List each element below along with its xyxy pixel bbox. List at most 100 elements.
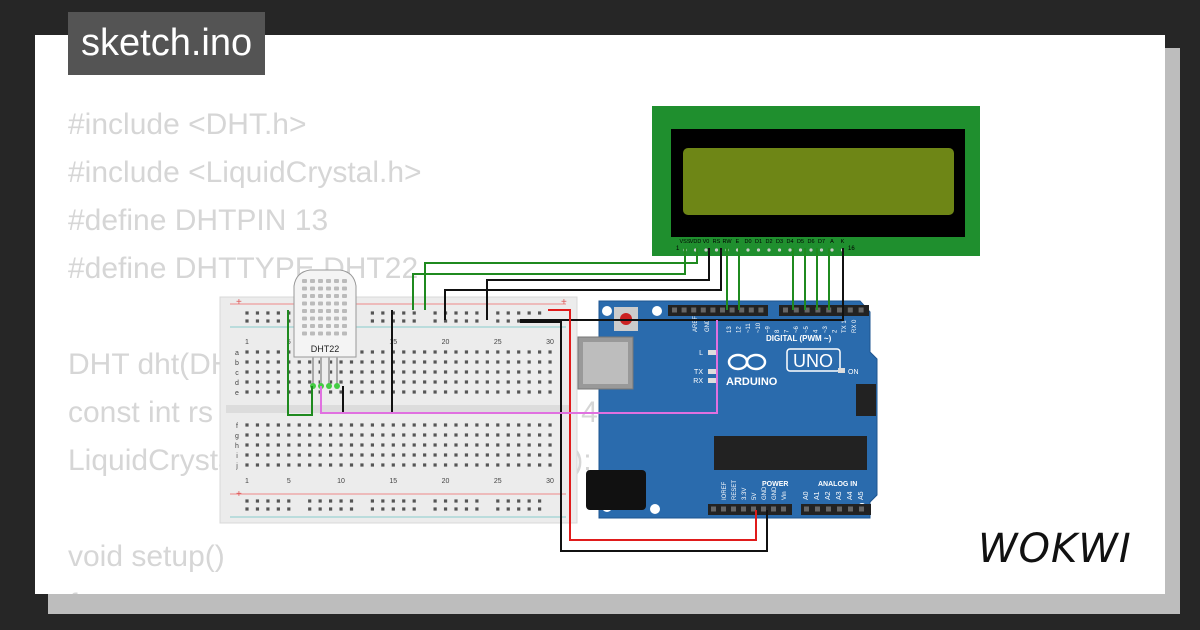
bb-hole[interactable]: [548, 423, 552, 427]
bb-hole[interactable]: [423, 360, 427, 364]
bb-hole[interactable]: [475, 423, 479, 427]
bb-hole[interactable]: [318, 453, 322, 457]
bb-hole[interactable]: [454, 380, 458, 384]
bb-hole[interactable]: [464, 380, 469, 384]
bb-hole[interactable]: [370, 423, 374, 427]
bb-hole[interactable]: [538, 390, 542, 394]
bb-hole[interactable]: [443, 463, 448, 467]
bb-hole[interactable]: [381, 380, 385, 384]
bb-hole[interactable]: [245, 390, 249, 394]
bb-hole[interactable]: [391, 453, 395, 457]
bb-hole[interactable]: [402, 350, 406, 354]
bb-hole[interactable]: [318, 423, 322, 427]
bb-hole[interactable]: [517, 463, 521, 467]
bb-hole[interactable]: [381, 453, 385, 457]
rail-hole[interactable]: [381, 499, 385, 503]
rail-hole[interactable]: [245, 319, 249, 323]
bb-hole[interactable]: [402, 390, 406, 394]
bb-hole[interactable]: [506, 453, 510, 457]
bb-hole[interactable]: [402, 453, 406, 457]
rail-hole[interactable]: [255, 319, 260, 323]
rail-hole[interactable]: [538, 499, 542, 503]
bb-hole[interactable]: [475, 463, 479, 467]
bb-hole[interactable]: [276, 360, 280, 364]
bb-hole[interactable]: [297, 370, 301, 374]
rail-hole[interactable]: [496, 499, 500, 503]
bb-hole[interactable]: [266, 390, 270, 394]
bb-hole[interactable]: [297, 433, 301, 437]
bb-hole[interactable]: [339, 443, 343, 447]
bb-hole[interactable]: [475, 443, 479, 447]
bb-hole[interactable]: [297, 453, 301, 457]
bb-hole[interactable]: [433, 423, 437, 427]
bb-hole[interactable]: [381, 350, 385, 354]
bb-hole[interactable]: [276, 350, 280, 354]
bb-hole[interactable]: [266, 443, 270, 447]
bb-hole[interactable]: [349, 433, 354, 437]
bb-hole[interactable]: [506, 380, 510, 384]
rail-hole[interactable]: [381, 507, 385, 511]
bb-hole[interactable]: [506, 360, 510, 364]
bb-hole[interactable]: [318, 433, 322, 437]
bb-hole[interactable]: [527, 443, 531, 447]
header-hole[interactable]: [804, 506, 809, 512]
bb-hole[interactable]: [464, 370, 469, 374]
bb-hole[interactable]: [308, 423, 312, 427]
bb-hole[interactable]: [443, 360, 448, 364]
rail-hole[interactable]: [506, 319, 510, 323]
bb-hole[interactable]: [245, 370, 249, 374]
bb-hole[interactable]: [464, 423, 469, 427]
bb-hole[interactable]: [329, 380, 333, 384]
bb-hole[interactable]: [329, 453, 333, 457]
rail-hole[interactable]: [245, 507, 249, 511]
bb-hole[interactable]: [370, 390, 374, 394]
bb-hole[interactable]: [245, 443, 249, 447]
bb-hole[interactable]: [517, 453, 521, 457]
bb-hole[interactable]: [485, 443, 489, 447]
bb-hole[interactable]: [308, 380, 312, 384]
rail-hole[interactable]: [475, 507, 479, 511]
bb-hole[interactable]: [423, 433, 427, 437]
bb-hole[interactable]: [349, 423, 354, 427]
rail-hole[interactable]: [402, 499, 406, 503]
bb-hole[interactable]: [496, 463, 500, 467]
rail-hole[interactable]: [443, 499, 448, 503]
rail-hole[interactable]: [433, 319, 437, 323]
bb-hole[interactable]: [276, 433, 280, 437]
header-hole[interactable]: [815, 506, 820, 512]
bb-hole[interactable]: [266, 370, 270, 374]
bb-hole[interactable]: [255, 423, 260, 427]
bb-hole[interactable]: [433, 360, 437, 364]
lcd-pin[interactable]: [756, 248, 761, 252]
bb-hole[interactable]: [485, 380, 489, 384]
header-hole[interactable]: [793, 307, 799, 313]
bb-hole[interactable]: [454, 423, 458, 427]
bb-hole[interactable]: [506, 423, 510, 427]
rail-hole[interactable]: [276, 319, 280, 323]
rail-hole[interactable]: [527, 311, 531, 315]
bb-hole[interactable]: [506, 463, 510, 467]
bb-hole[interactable]: [475, 453, 479, 457]
rail-hole[interactable]: [464, 507, 469, 511]
bb-hole[interactable]: [329, 463, 333, 467]
bb-hole[interactable]: [423, 390, 427, 394]
header-hole[interactable]: [837, 506, 842, 512]
rail-hole[interactable]: [308, 499, 312, 503]
rail-hole[interactable]: [339, 499, 343, 503]
rail-hole[interactable]: [454, 507, 458, 511]
rail-hole[interactable]: [454, 319, 458, 323]
bb-hole[interactable]: [538, 423, 542, 427]
bb-hole[interactable]: [506, 350, 510, 354]
header-hole[interactable]: [748, 307, 754, 313]
lcd-pin[interactable]: [777, 248, 782, 252]
bb-hole[interactable]: [464, 463, 469, 467]
bb-hole[interactable]: [464, 360, 469, 364]
bb-hole[interactable]: [412, 463, 416, 467]
bb-hole[interactable]: [423, 443, 427, 447]
bb-hole[interactable]: [287, 453, 291, 457]
bb-hole[interactable]: [548, 350, 552, 354]
bb-hole[interactable]: [360, 390, 364, 394]
rail-hole[interactable]: [402, 319, 406, 323]
bb-hole[interactable]: [506, 370, 510, 374]
bb-hole[interactable]: [496, 390, 500, 394]
